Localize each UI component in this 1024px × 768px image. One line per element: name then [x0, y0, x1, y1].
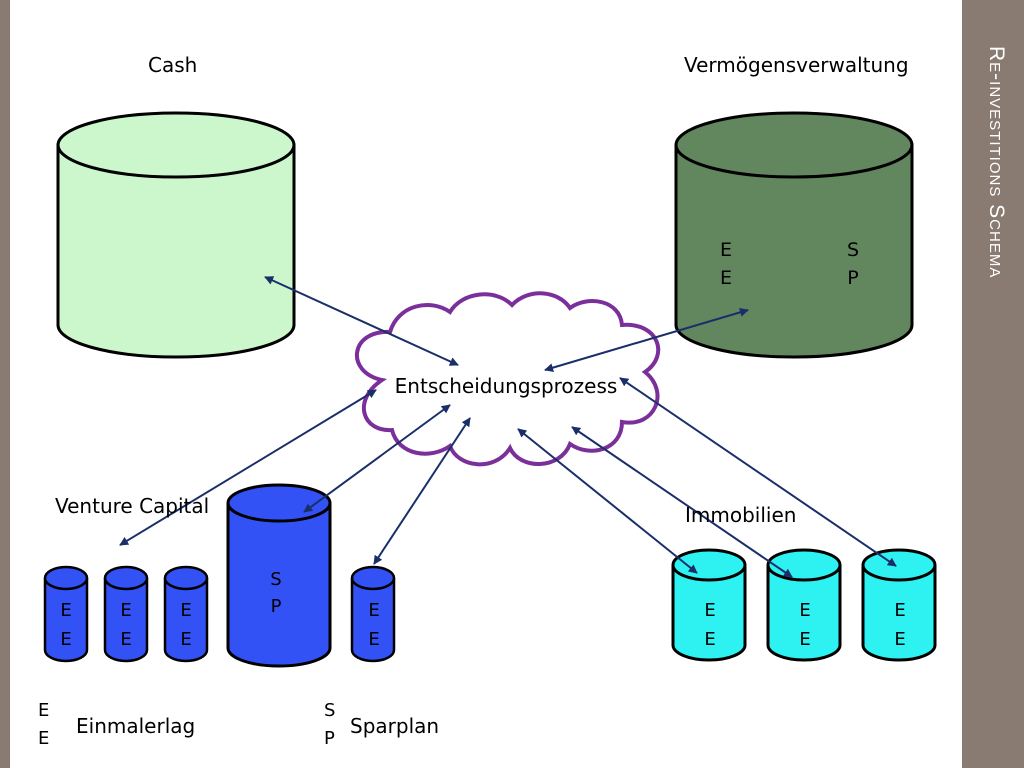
vermoegen-cylinder: E E S P	[674, 111, 914, 359]
venture-cylinder-3: E E	[163, 565, 209, 663]
im3-e2: E	[894, 629, 905, 650]
arrow-vermoegen	[544, 307, 749, 373]
im1-e2: E	[704, 629, 715, 650]
legend-s-line1: S	[324, 700, 336, 721]
verm-e1: E	[720, 239, 732, 261]
sparplan-cylinder: S P	[226, 483, 332, 668]
center-label: Entscheidungsprozess	[395, 374, 618, 398]
single-cylinder: E E	[350, 565, 396, 663]
im2-e2: E	[799, 629, 810, 650]
legend-s-line2: P	[324, 728, 335, 749]
vermoegen-label: Vermögensverwaltung	[684, 53, 909, 77]
vc3-e1: E	[180, 600, 191, 621]
sp-p: P	[271, 596, 282, 617]
vc1-e2: E	[60, 629, 71, 650]
vc2-e1: E	[120, 600, 131, 621]
immobilien-label: Immobilien	[685, 503, 797, 527]
decision-cloud: Entscheidungsprozess	[354, 291, 661, 467]
vc3-e2: E	[180, 629, 191, 650]
venture-cylinder-2: E E	[103, 565, 149, 663]
sc-e1: E	[368, 600, 379, 621]
vc1-e1: E	[60, 600, 71, 621]
immobilien-cylinder-1: E E	[671, 548, 747, 662]
title-sidebar: Re-investitions Schema	[962, 0, 1024, 768]
cash-label: Cash	[148, 53, 198, 77]
im2-e1: E	[799, 600, 810, 621]
sc-e2: E	[368, 629, 379, 650]
verm-p: P	[847, 267, 858, 289]
slide-title: Re-investitions Schema	[985, 46, 1008, 279]
arrow-cash	[264, 276, 459, 366]
cash-cylinder	[56, 111, 296, 359]
legend-e-line2: E	[38, 728, 50, 749]
venture-cylinder-1: E E	[43, 565, 89, 663]
vc2-e2: E	[120, 629, 131, 650]
arrows	[119, 276, 897, 578]
im1-e1: E	[704, 600, 715, 621]
arrow-single	[373, 417, 471, 565]
legend-einmalerlag: Einmalerlag	[76, 714, 196, 738]
venture-label: Venture Capital	[55, 494, 210, 518]
arrow-immo-3	[619, 377, 897, 567]
sp-s: S	[270, 569, 281, 590]
immobilien-cylinder-3: E E	[861, 548, 937, 662]
immobilien-cylinder-2: E E	[766, 548, 842, 662]
diagram: E E S P Entscheidungsprozess E E E E E	[43, 111, 937, 668]
slide: E E S P Entscheidungsprozess E E E E E	[10, 0, 962, 768]
im3-e1: E	[894, 600, 905, 621]
verm-e2: E	[720, 267, 732, 289]
legend-sparplan: Sparplan	[350, 714, 440, 738]
verm-s: S	[847, 239, 859, 261]
legend-e-line1: E	[38, 700, 50, 721]
